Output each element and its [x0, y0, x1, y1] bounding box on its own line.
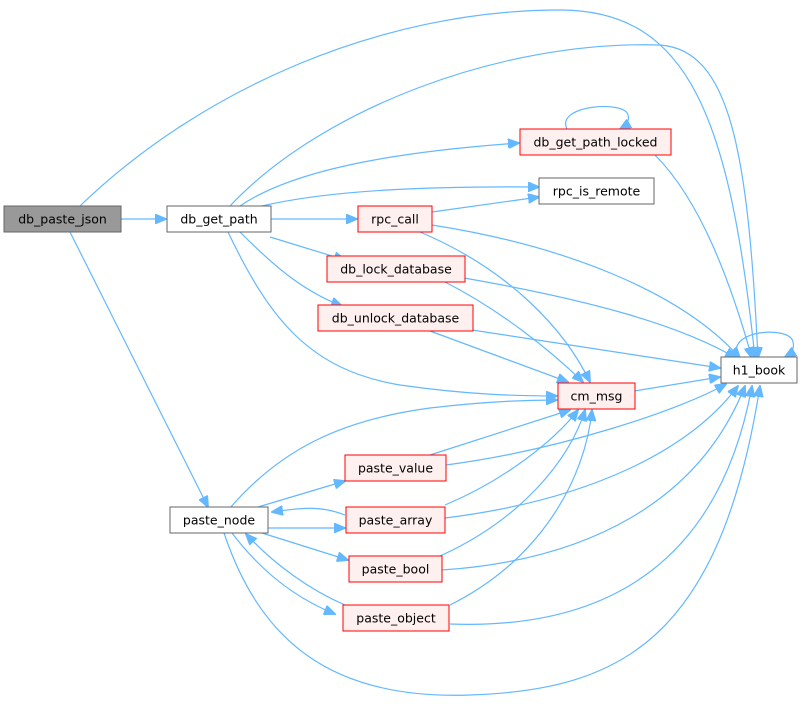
node-paste-value[interactable]: paste_value [344, 454, 447, 482]
node-label: paste_node [183, 513, 255, 528]
node-label: paste_value [358, 461, 433, 476]
node-label: db_get_path_locked [534, 135, 658, 150]
node-rpc-is-remote[interactable]: rpc_is_remote [538, 177, 655, 205]
node-label: rpc_call [371, 212, 419, 227]
edge-paste-bool-to-cm-msg [439, 410, 585, 557]
node-label: paste_object [356, 611, 436, 626]
edge-paste-node-to-paste-bool [261, 532, 348, 560]
node-paste-array[interactable]: paste_array [345, 506, 446, 534]
edge-paste-object-to-paste-node [246, 534, 346, 606]
edge-db-get-path-to-rpc-is-remote [261, 187, 539, 207]
node-paste-object[interactable]: paste_object [342, 604, 450, 632]
edge-db-get-path-locked-to-h1-book [654, 154, 752, 358]
node-paste-bool[interactable]: paste_bool [348, 555, 443, 583]
nodes: db_paste_json db_get_path paste_node db_… [3, 128, 798, 632]
node-label: rpc_is_remote [553, 184, 641, 199]
node-db-get-path-locked[interactable]: db_get_path_locked [519, 128, 672, 156]
edge-rpc-call-to-rpc-is-remote [431, 197, 539, 213]
edge-paste-bool-to-h1-book [441, 386, 745, 571]
node-label: db_get_path [180, 212, 257, 227]
edge-paste-array-to-paste-node [272, 508, 346, 515]
edge-db-get-path-to-db-get-path-locked [239, 143, 519, 207]
edge-paste-node-to-h1-book [223, 386, 760, 696]
edge-db-get-path-to-db-unlock-database [239, 231, 342, 306]
node-label: paste_bool [362, 562, 430, 577]
edge-paste-value-to-h1-book [445, 384, 726, 466]
node-label: h1_book [733, 363, 786, 378]
edge-paste-node-to-cm-msg [229, 400, 557, 509]
edge-paste-object-to-cm-msg [449, 410, 592, 606]
edge-db-paste-json-to-h1-book [79, 9, 755, 358]
node-db-get-path[interactable]: db_get_path [166, 205, 272, 233]
edge-h1-book-self-loop [735, 331, 793, 357]
edge-cm-msg-to-h1-book [633, 377, 720, 392]
edge-db-lock-database-to-h1-book [463, 277, 736, 358]
edge-paste-array-to-cm-msg [444, 410, 578, 506]
node-h1-book[interactable]: h1_book [720, 356, 798, 384]
edge-paste-node-to-paste-value [257, 481, 345, 508]
edges [69, 9, 793, 696]
edge-db-paste-json-to-paste-node [69, 231, 208, 507]
node-label: db_paste_json [18, 212, 107, 227]
node-db-lock-database[interactable]: db_lock_database [326, 255, 466, 283]
node-label: paste_array [359, 513, 433, 528]
edge-paste-value-to-cm-msg [429, 410, 570, 456]
edge-rpc-call-to-h1-book [431, 224, 740, 358]
node-cm-msg[interactable]: cm_msg [557, 382, 636, 410]
edge-db-get-path-locked-self-loop [565, 105, 629, 129]
edge-db-get-path-to-h1-book [229, 44, 758, 358]
edge-paste-object-to-h1-book [449, 386, 752, 625]
node-db-paste-json[interactable]: db_paste_json [3, 205, 122, 233]
edge-db-unlock-database-to-h1-book [471, 329, 720, 368]
node-db-unlock-database[interactable]: db_unlock_database [317, 304, 474, 332]
edge-db-get-path-to-cm-msg [227, 231, 557, 396]
node-label: db_lock_database [340, 262, 452, 277]
node-rpc-call[interactable]: rpc_call [357, 205, 433, 233]
node-label: cm_msg [571, 389, 623, 404]
node-paste-node[interactable]: paste_node [169, 506, 269, 534]
node-label: db_unlock_database [332, 311, 460, 326]
edge-paste-array-to-h1-book [444, 386, 738, 519]
edge-rpc-call-to-cm-msg [419, 231, 590, 382]
edge-db-lock-database-to-cm-msg [444, 281, 583, 382]
edge-db-unlock-database-to-cm-msg [429, 330, 568, 382]
edge-paste-node-to-paste-object [231, 532, 335, 614]
